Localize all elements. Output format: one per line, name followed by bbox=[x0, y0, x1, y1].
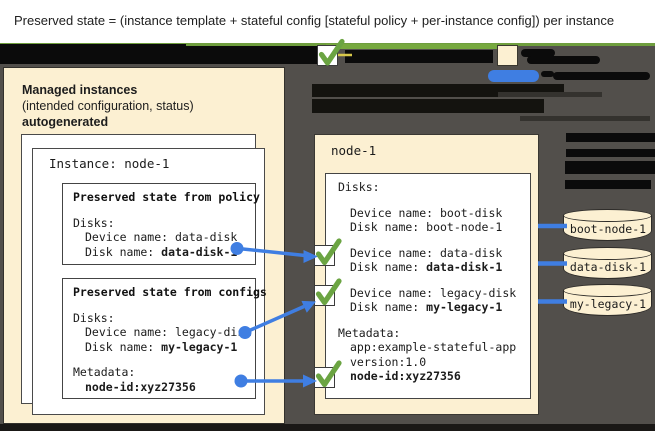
disk-label: boot-node-1 bbox=[569, 222, 647, 236]
header-bar: Preserved state = (instance template + s… bbox=[0, 0, 655, 43]
vm-boot-disk-line: Disk name: boot-node-1 bbox=[350, 220, 503, 234]
stateful-checkbox-data-disk bbox=[314, 245, 335, 266]
spacer bbox=[73, 300, 245, 311]
policy-disks-label: Disks: bbox=[73, 215, 115, 230]
blue-scribble bbox=[488, 70, 539, 82]
vm-panel: node-1 Disks: Device name: boot-disk Dis… bbox=[314, 134, 539, 415]
managed-instances-panel: Managed instances (intended configuratio… bbox=[3, 67, 285, 424]
vm-legacy-device-line: Device name: legacy-disk bbox=[350, 285, 517, 300]
disk-cylinder-legacy: my-legacy-1 bbox=[563, 284, 653, 318]
disk-cylinder-top bbox=[563, 209, 652, 222]
disk-label: my-legacy-1 bbox=[569, 297, 647, 311]
configs-box-title: Preserved state from configs bbox=[73, 285, 267, 299]
disk-cylinder-data: data-disk-1 bbox=[563, 247, 653, 281]
redaction-bar bbox=[312, 99, 544, 113]
vm-metadata-node-id: node-id:xyz27356 bbox=[350, 369, 461, 383]
vm-metadata-app: app:example-stateful-app bbox=[350, 340, 517, 354]
configs-disk-line: Disk name: my-legacy-1 bbox=[73, 340, 245, 355]
spacer bbox=[338, 315, 518, 326]
instance-card: Instance: node-1 Preserved state from po… bbox=[32, 148, 267, 415]
vm-metadata-version: version:1.0 bbox=[350, 354, 427, 369]
policy-box-title: Preserved state from policy bbox=[73, 190, 260, 204]
disk-cylinder-boot: boot-node-1 bbox=[563, 209, 653, 243]
stateful-checkbox-legacy-disk bbox=[314, 285, 335, 306]
configs-box: Preserved state from configs Disks: Devi… bbox=[62, 278, 267, 399]
spacer bbox=[338, 275, 518, 286]
redaction-bar bbox=[565, 161, 655, 174]
configs-metadata-value: node-id:xyz27356 bbox=[85, 379, 196, 394]
disk-cylinder-top bbox=[563, 247, 652, 260]
configs-disks-label: Disks: bbox=[73, 310, 115, 325]
disk-cylinder-top bbox=[563, 284, 652, 297]
redaction-bar bbox=[0, 46, 318, 64]
diagram-title: Preserved state = (instance template + s… bbox=[14, 13, 615, 28]
vm-box: Disks: Device name: boot-disk Disk name:… bbox=[325, 173, 531, 399]
redaction-bar bbox=[553, 72, 650, 80]
redaction-bar bbox=[527, 56, 600, 64]
policy-disk-value: data-disk-1 bbox=[161, 244, 238, 259]
redaction-bar bbox=[521, 49, 555, 57]
vm-data-disk-line: Disk name: data-disk-1 bbox=[338, 260, 518, 275]
vm-data-disk-label: Disk name: bbox=[350, 260, 427, 274]
bottom-strip bbox=[0, 424, 655, 431]
configs-device-line: Device name: legacy-disk bbox=[85, 325, 252, 339]
vm-disks-label: Disks: bbox=[338, 180, 380, 194]
configs-disk-value: my-legacy-1 bbox=[161, 339, 238, 354]
vm-metadata-label: Metadata: bbox=[338, 325, 401, 340]
configs-disk-label: Disk name: bbox=[85, 339, 162, 354]
redaction-bar bbox=[566, 133, 655, 142]
redaction-bar bbox=[566, 149, 655, 157]
redaction-bar bbox=[498, 92, 602, 97]
vm-panel-title: node-1 bbox=[331, 143, 377, 158]
cream-chip bbox=[497, 45, 518, 66]
policy-box: Preserved state from policy Disks: Devic… bbox=[62, 183, 260, 265]
vm-legacy-disk-line: Disk name: my-legacy-1 bbox=[338, 300, 518, 315]
panel-subtitle: (intended configuration, status) bbox=[22, 99, 194, 113]
panel-title: Managed instances bbox=[22, 83, 138, 97]
redaction-bar bbox=[565, 180, 651, 189]
spacer bbox=[73, 354, 245, 365]
vm-boot-device-line: Device name: boot-disk bbox=[350, 205, 503, 220]
vm-legacy-disk-label: Disk name: bbox=[350, 300, 427, 314]
spacer bbox=[73, 205, 245, 216]
green-highlight-bar bbox=[326, 44, 497, 49]
stateful-checkbox-top bbox=[317, 45, 338, 66]
disk-label: data-disk-1 bbox=[569, 260, 647, 274]
redaction-bar bbox=[541, 71, 554, 77]
panel-subtitle-2: autogenerated bbox=[22, 115, 109, 129]
policy-device-line: Device name: data-disk bbox=[85, 230, 238, 244]
vm-data-disk-value: data-disk-1 bbox=[426, 260, 503, 274]
vm-legacy-disk-value: my-legacy-1 bbox=[426, 300, 503, 314]
spacer bbox=[338, 195, 518, 206]
policy-disk-line: Disk name: data-disk-1 bbox=[73, 245, 245, 260]
managed-instances-heading: Managed instances (intended configuratio… bbox=[22, 82, 194, 130]
configs-metadata-label: Metadata: bbox=[73, 365, 136, 379]
instance-card-title: Instance: node-1 bbox=[49, 156, 170, 171]
policy-disk-label: Disk name: bbox=[85, 244, 162, 259]
stateful-checkbox-metadata bbox=[314, 367, 335, 388]
spacer bbox=[338, 235, 518, 246]
redaction-bar bbox=[345, 50, 493, 63]
redaction-bar bbox=[520, 116, 650, 121]
vm-data-device-line: Device name: data-disk bbox=[350, 245, 503, 260]
